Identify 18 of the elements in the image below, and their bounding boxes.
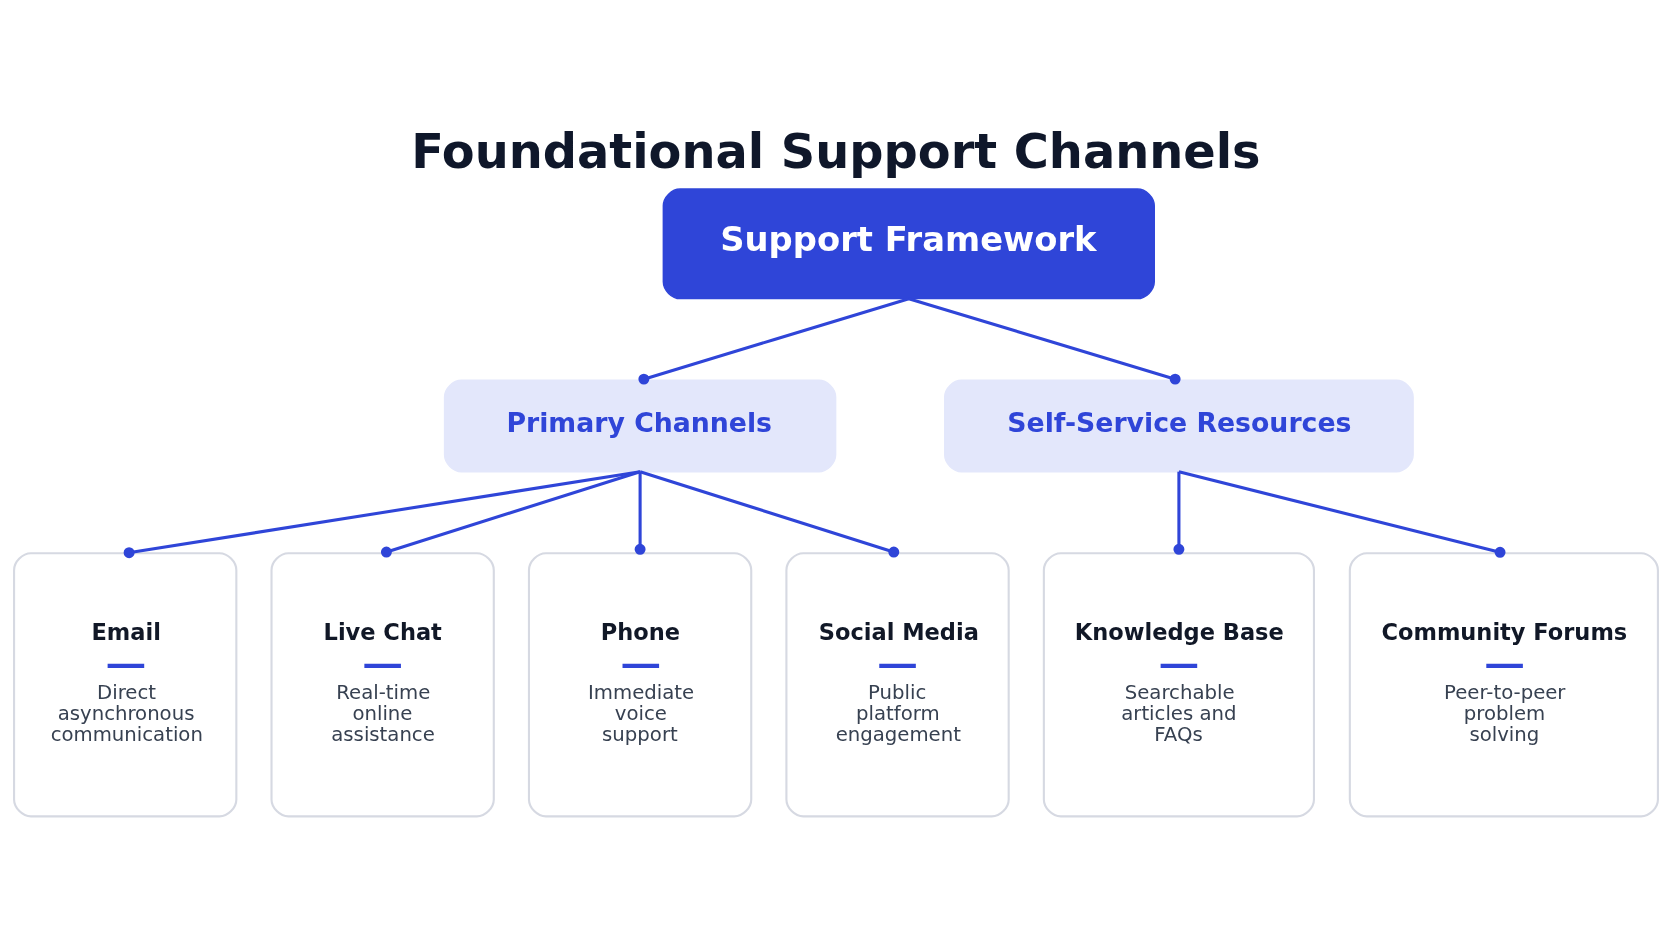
node-box: Primary Channels bbox=[443, 379, 837, 472]
connector bbox=[634, 471, 646, 555]
connector bbox=[380, 469, 641, 558]
connector bbox=[123, 469, 641, 558]
node-box: Community Forums Peer-to-peer problem solving bbox=[1348, 551, 1659, 817]
diagram-title: Foundational Support Channels bbox=[411, 123, 1261, 179]
connector bbox=[908, 296, 1181, 385]
connector bbox=[639, 469, 900, 558]
node-box: Self-Service Resources bbox=[943, 379, 1414, 472]
node-box: Support Framework bbox=[662, 187, 1155, 299]
connector bbox=[638, 296, 910, 385]
connector bbox=[1173, 471, 1185, 555]
connector bbox=[1178, 469, 1506, 558]
node-box: Email Direct asynchronous communication bbox=[13, 551, 238, 817]
node-box: Social Media Public platform engagement bbox=[785, 551, 1010, 817]
node-box: Knowledge Base Searchable articles and FAQs bbox=[1042, 551, 1315, 817]
node-box: Live Chat Real-time online assistance bbox=[270, 551, 495, 817]
node-box: Phone Immediate voice support bbox=[527, 551, 753, 817]
